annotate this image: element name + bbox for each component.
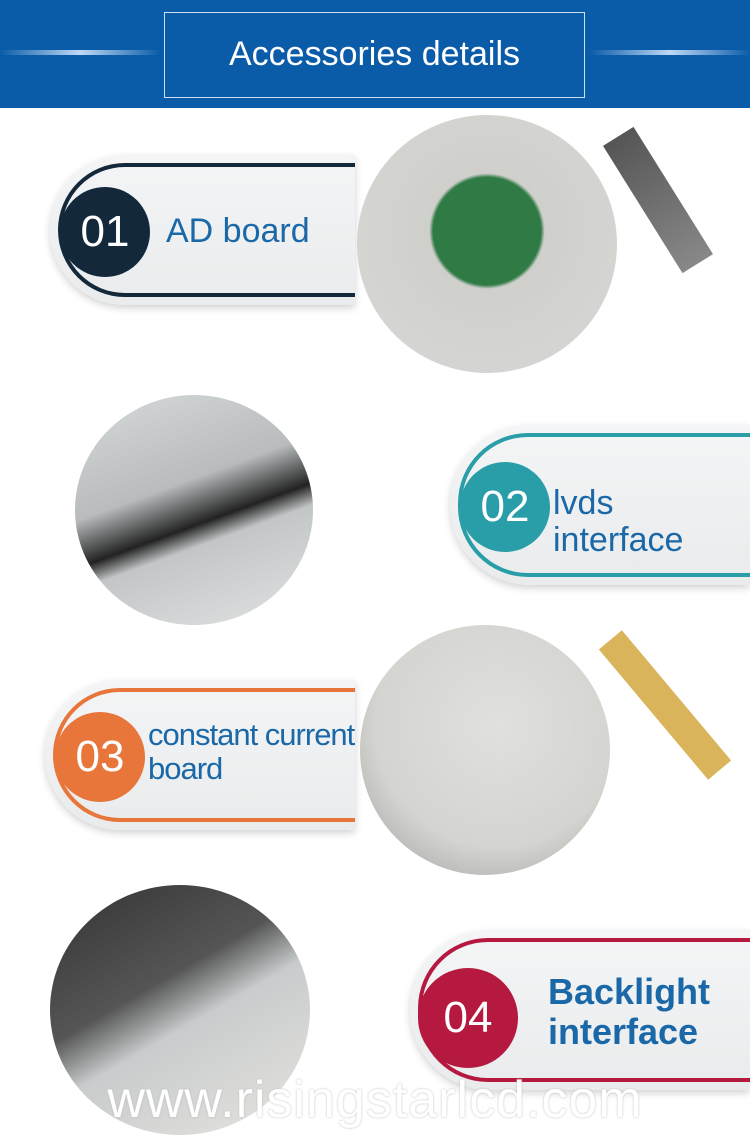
number-badge: 01 [60,187,150,277]
decorative-line [0,50,160,55]
ad-board-photo [357,115,617,373]
label-line: Backlight [548,971,711,1012]
number-badge: 03 [55,712,145,802]
item-label: Backlight interface [548,972,710,1051]
item-label: AD board [166,212,310,250]
ad-board-connector-photo [602,126,714,274]
number-badge: 02 [460,462,550,552]
title-box: Accessories details [164,12,585,98]
label-line: interface [548,1010,699,1052]
label-line: board [148,751,223,787]
lvds-cable-photo [75,395,313,625]
constant-current-board-photo [360,625,610,875]
number-badge: 04 [418,968,518,1068]
header-banner: Accessories details [0,0,750,108]
backlight-connector-photo [50,885,310,1135]
label-line: constant current [148,717,355,752]
decorative-line [590,50,750,55]
page-title: Accessories details [228,35,520,73]
inverter-board-photo [598,630,732,780]
item-label: constant current board [148,717,355,787]
watermark: www.risingstarlcd.com [107,1071,643,1129]
item-label: lvds interface [553,484,684,560]
